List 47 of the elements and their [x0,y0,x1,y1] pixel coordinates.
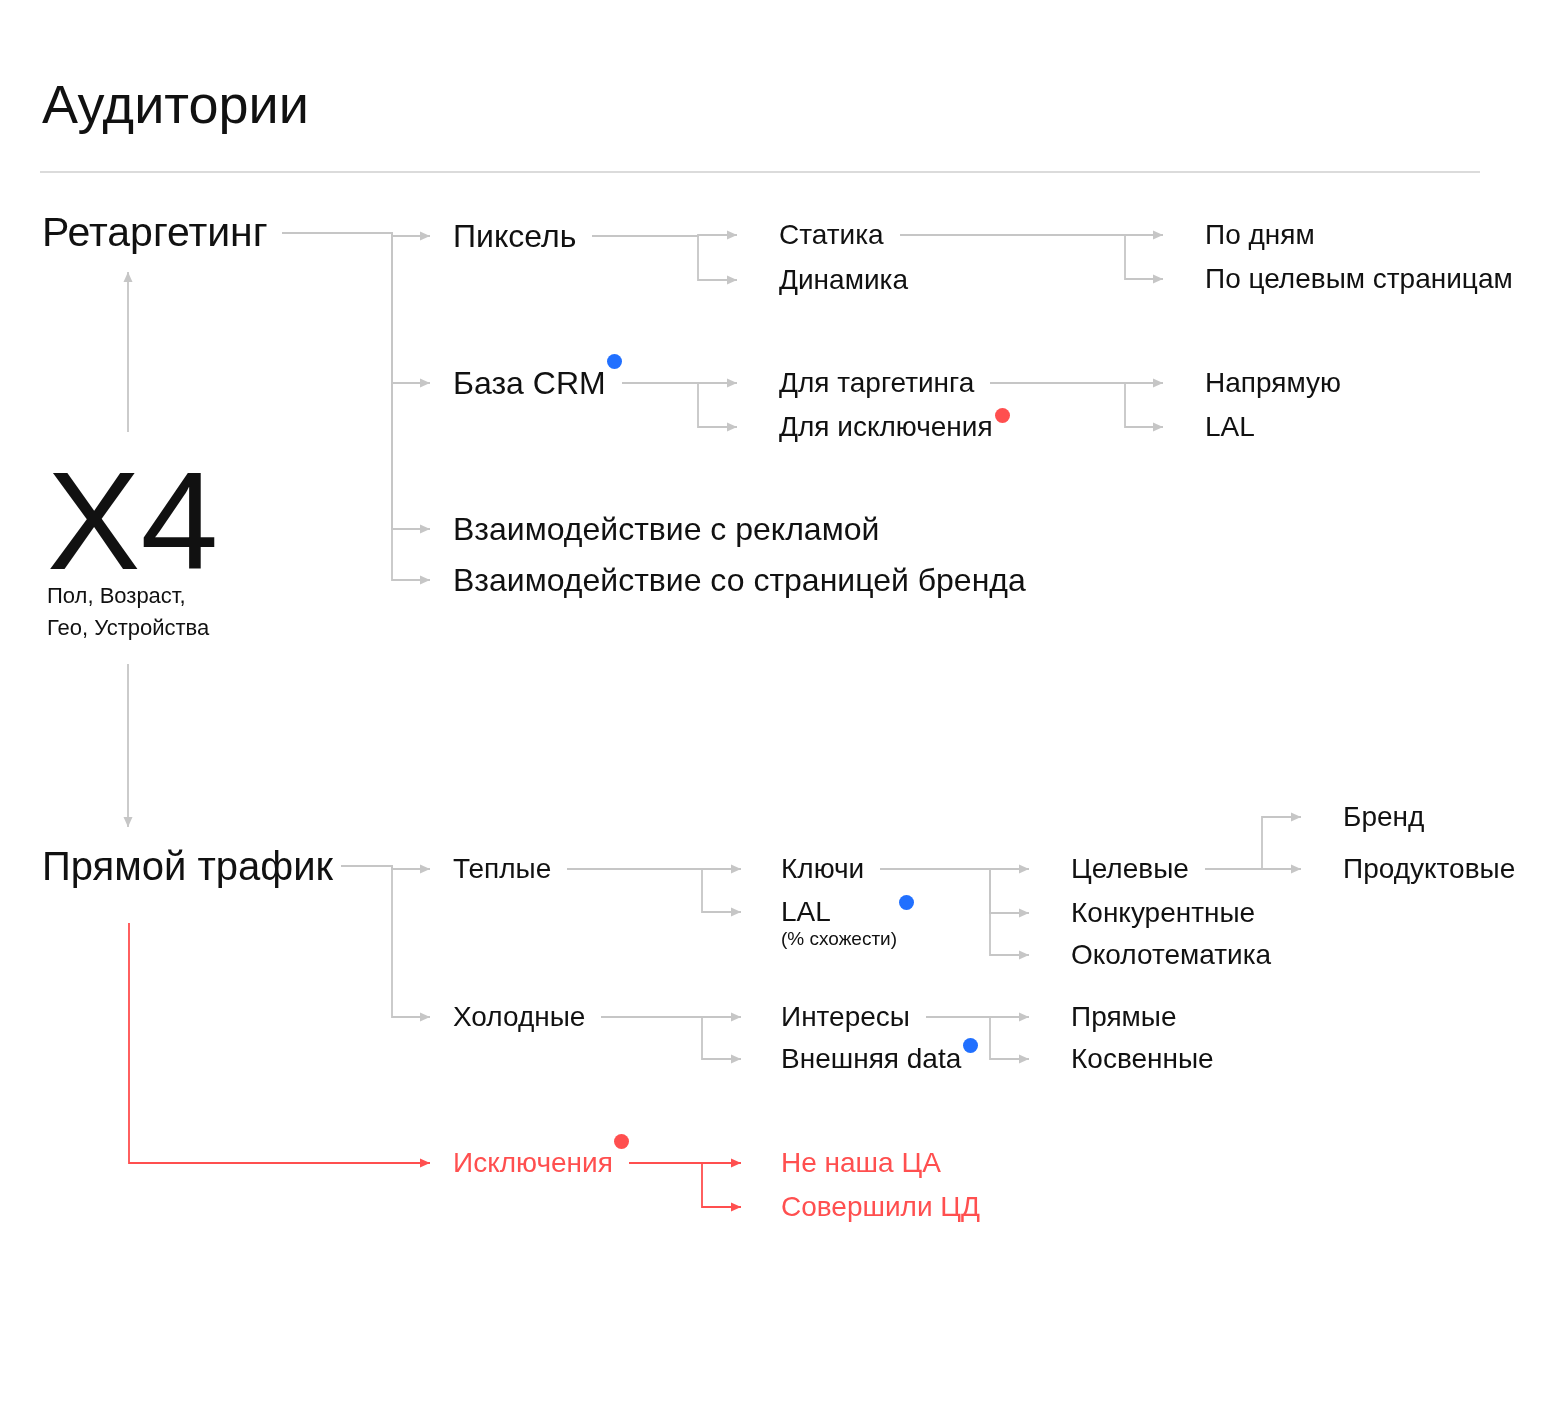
title: Аудитории [42,73,309,136]
audience-label: Конкурентные [1071,896,1256,930]
arrow [989,382,1164,432]
audience-label: Бренд [1343,800,1425,834]
audience-label: Пиксель [453,216,577,256]
arrow [621,382,738,432]
note-text: (% схожести) [781,927,898,950]
audience-label: Теплые [453,852,552,886]
audience-label: LAL [1205,410,1255,444]
audience-label: Напрямую [1205,366,1341,400]
audience-label: Продуктовые [1343,852,1516,886]
audience-label: Динамика [779,263,908,297]
audience-label: Статика [779,218,884,252]
arrow [1204,864,1302,874]
arrow [600,1016,742,1064]
audience-label: База CRM [453,363,606,403]
category-heading: Прямой трафик [42,842,333,890]
audience-label: Исключения [453,1146,613,1180]
audience-label: Внешняя data [781,1042,962,1076]
arrow [591,235,738,285]
arrow [628,1162,742,1212]
audience-label: Совершили ЦД [781,1190,981,1224]
arrow [128,922,431,1168]
arrow [123,663,133,828]
arrow [566,868,742,917]
audience-label: Косвенные [1071,1042,1214,1076]
audience-label: Холодные [453,1000,586,1034]
audience-label: Для исключения [779,410,993,444]
audience-label: Целевые [1071,852,1189,886]
arrow [925,1016,1030,1064]
audience-label: Ключи [781,852,865,886]
audience-label: По дням [1205,218,1315,252]
multiplier-text: X4 [47,461,220,580]
arrow [879,868,1030,960]
audience-label: По целевым страницам [1205,262,1513,296]
audience-label: LAL [781,897,832,928]
audience-label: Для таргетинга [779,366,975,400]
audience-label: Не наша ЦА [781,1146,941,1180]
note-text: Пол, Возраст, Гео, Устройства [47,582,211,642]
audience-label: Прямые [1071,1000,1177,1034]
audience-label: Взаимодействие со страницей бренда [453,560,1026,600]
arrow [899,234,1164,284]
audience-label: Околотематика [1071,938,1272,972]
audience-label: Взаимодействие с рекламой [453,509,880,549]
audience-label: Интересы [781,1000,910,1034]
arrow [123,271,133,433]
category-heading: Ретаргетинг [42,208,268,258]
